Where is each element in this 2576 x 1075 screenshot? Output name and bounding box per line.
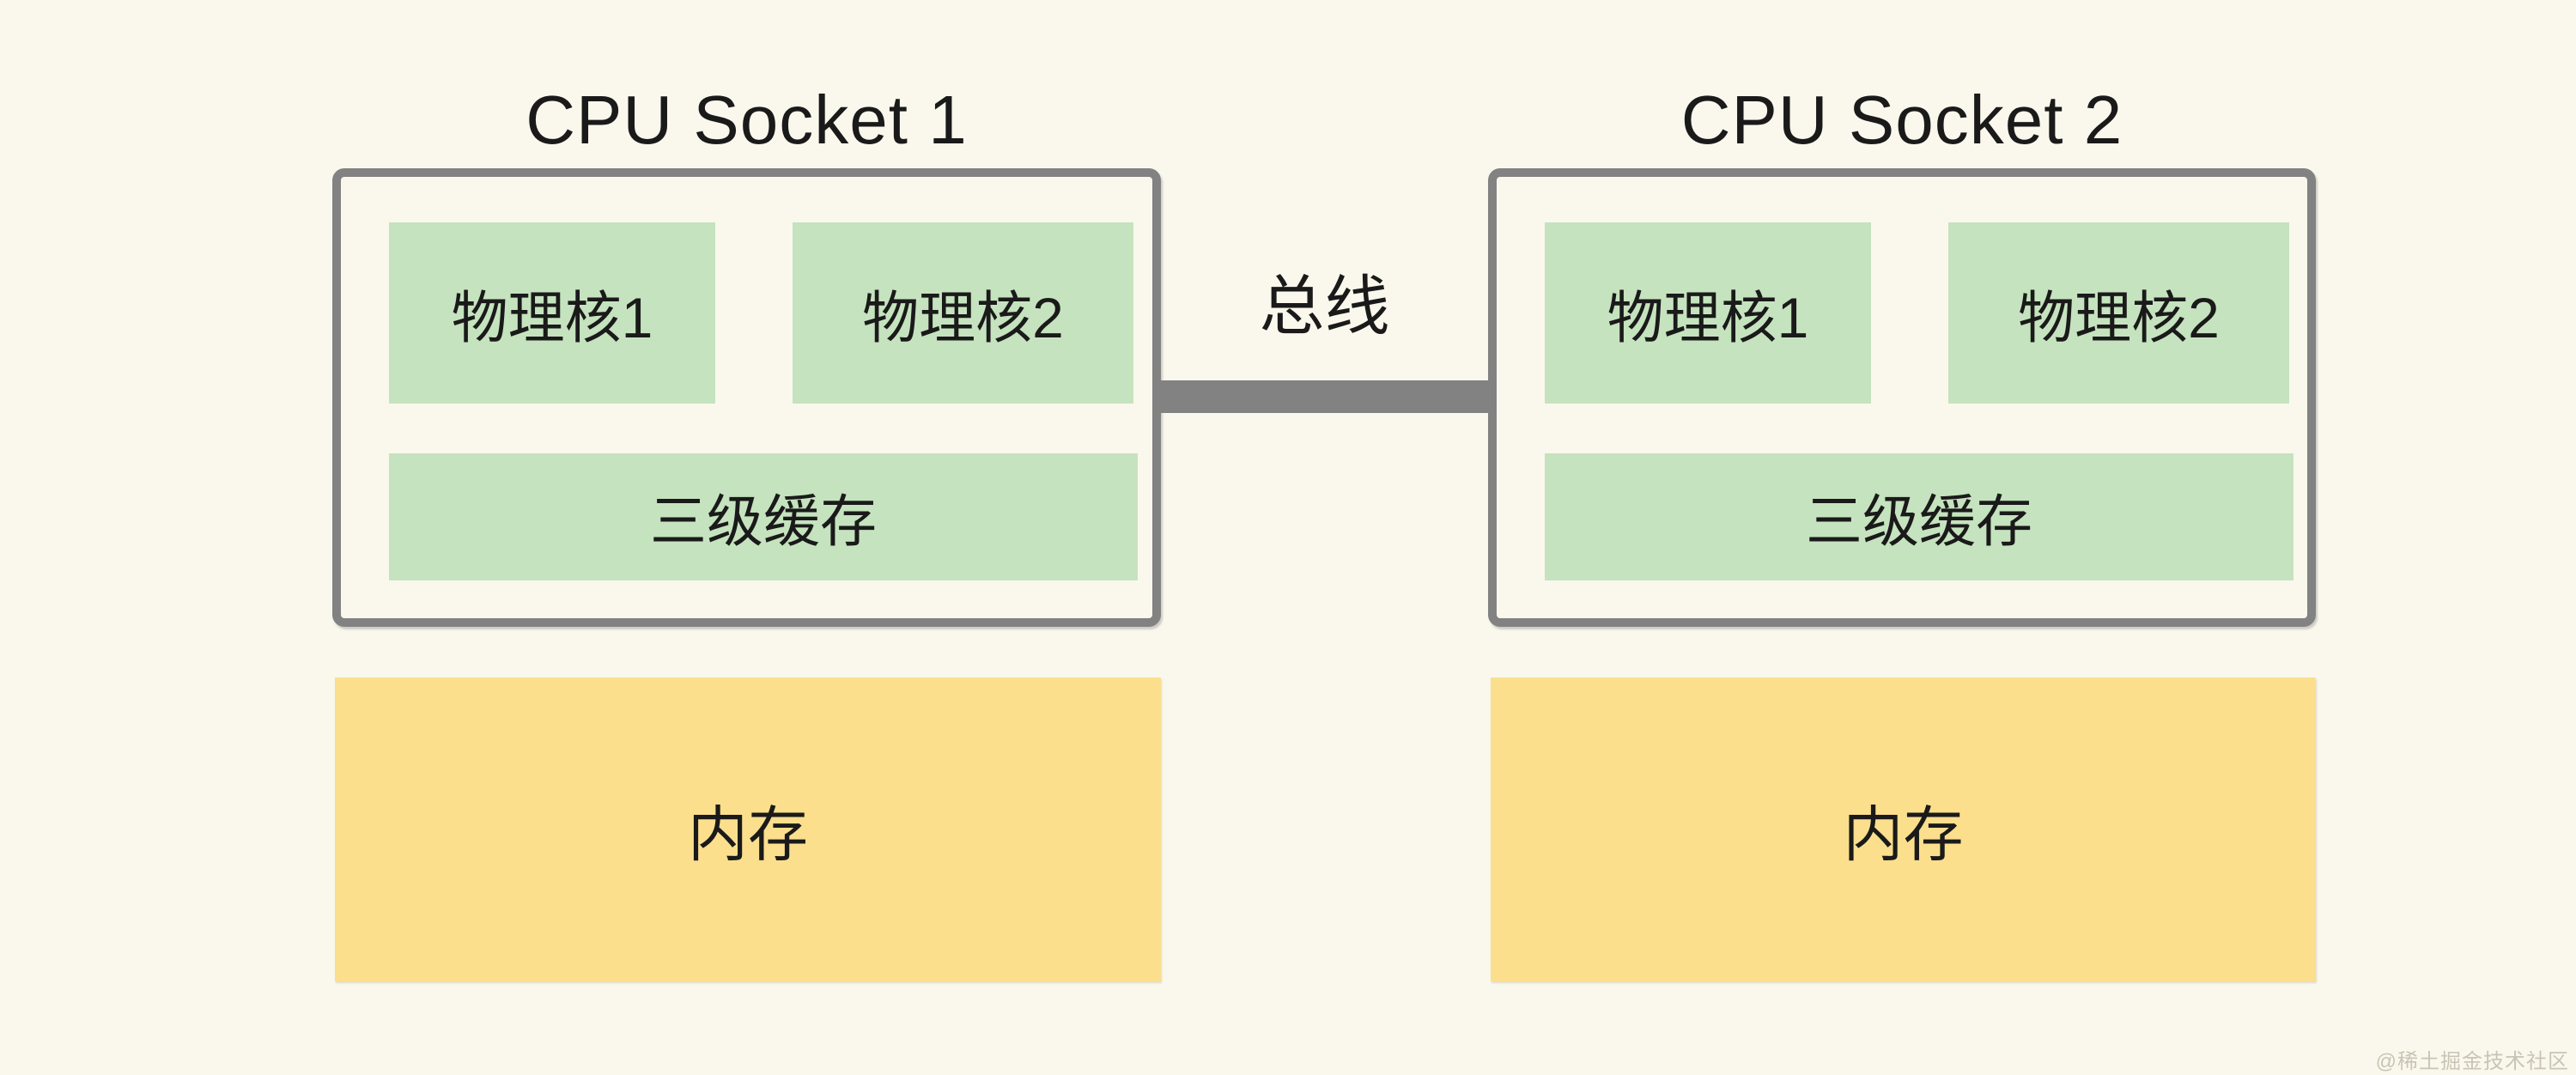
socket-2-title: CPU Socket 2 [1680, 82, 2123, 158]
socket-2-l3-cache-box: 三级缓存 [1545, 453, 2293, 580]
bus-label: 总线 [1259, 270, 1390, 343]
socket-2-physical-core-1-box: 物理核1 [1545, 222, 1871, 404]
socket-1-title: CPU Socket 1 [526, 82, 968, 158]
watermark-text: @稀土掘金技术社区 [2375, 1050, 2569, 1073]
socket-1-physical-core-2-box: 物理核2 [793, 222, 1133, 404]
socket-1-physical-core-1-box: 物理核1 [389, 222, 715, 404]
socket-1-l3-cache-box: 三级缓存 [389, 453, 1138, 580]
bus-connector-bar [1161, 380, 1488, 413]
socket-2-physical-core-2-box: 物理核2 [1948, 222, 2289, 404]
socket-2-memory-box: 内存 [1491, 677, 2316, 981]
socket-1-memory-box: 内存 [335, 677, 1161, 981]
